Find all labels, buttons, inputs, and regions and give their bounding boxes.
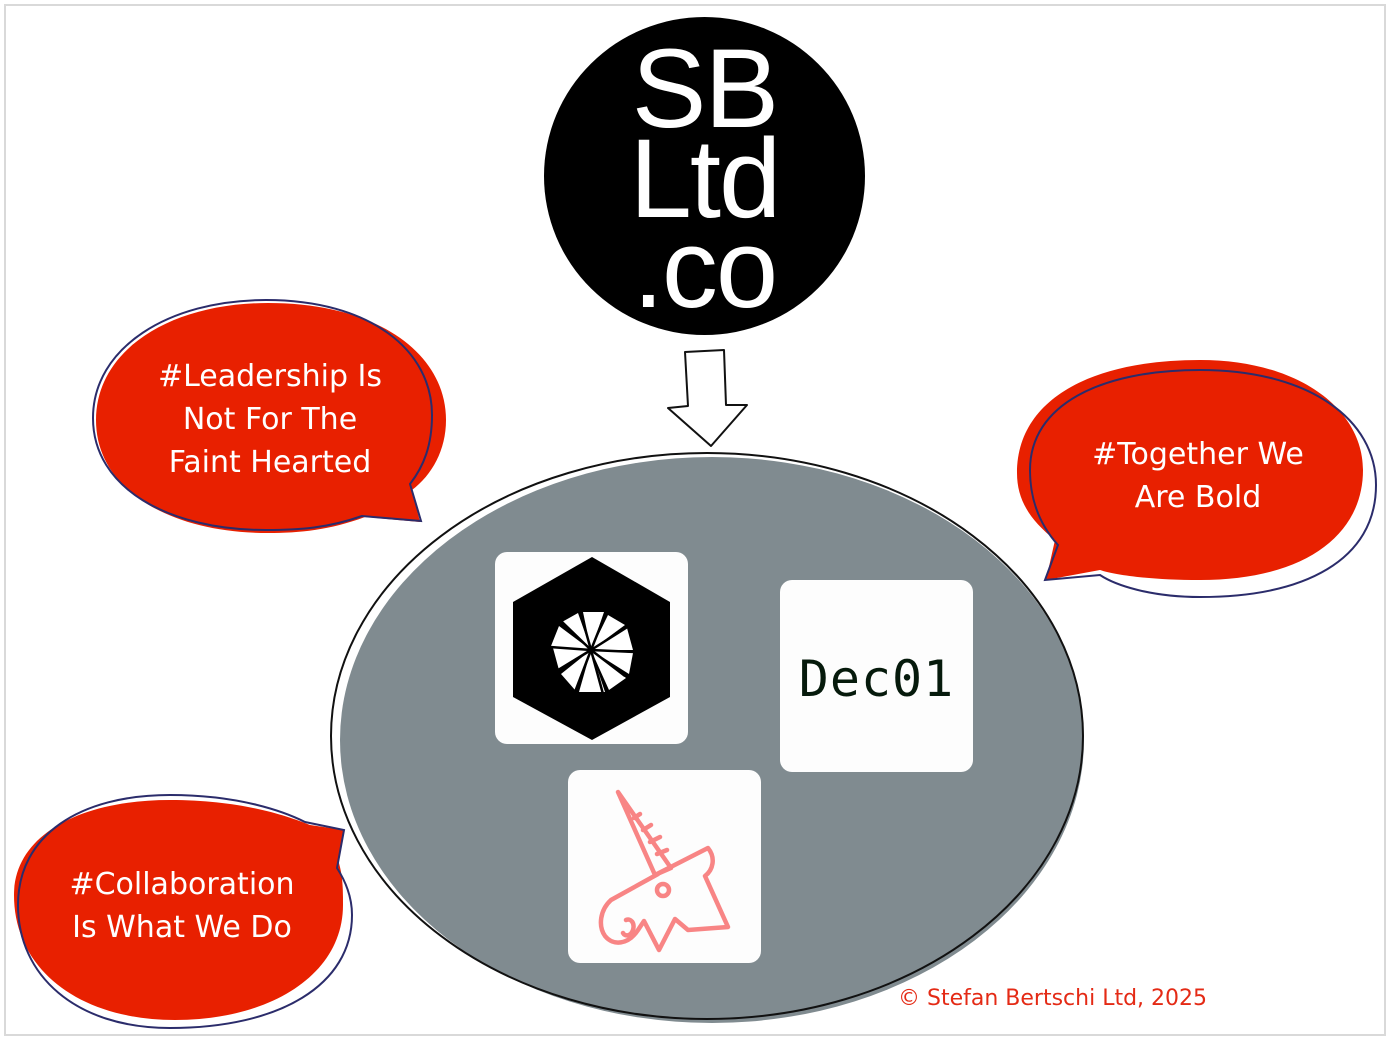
dec01-label: Dec01 [798,650,955,708]
sbltd-logo-circle [544,17,865,335]
bubble-text-together: #Together We Are Bold [1048,433,1348,519]
logo-line-2: Ltd [629,116,782,241]
bubble-text-leadership: #Leadership Is Not For The Faint Hearted [120,355,420,484]
bubble-line: #Together We [1092,437,1304,472]
bubble-line: #Collaboration [69,867,295,902]
copyright-notice: © Stefan Bertschi Ltd, 2025 [898,986,1208,1011]
logo-line-3: .co [632,206,778,331]
bubble-line: #Leadership Is [157,359,383,394]
bubble-line: Is What We Do [72,910,292,945]
speech-bubble-together [1017,360,1378,599]
bubble-line: Not For The [182,402,358,437]
hexagon-pinwheel-icon [513,557,670,740]
bubble-line: Are Bold [1134,480,1262,515]
unicorn-logo-card [568,770,761,963]
unicorn-icon [598,789,731,953]
down-arrow-icon [667,349,748,447]
bubble-line: Faint Hearted [168,445,372,480]
hexagon-pinwheel-logo-card [495,552,688,744]
speech-bubble-collaboration [14,793,354,1030]
dec01-logo-card: Dec01 [780,580,973,772]
bubble-text-collaboration: #Collaboration Is What We Do [32,863,332,949]
speech-bubble-leadership [91,298,446,533]
logo-line-1: SB [631,26,779,151]
sbltd-logo-text: SB Ltd .co [544,17,865,335]
